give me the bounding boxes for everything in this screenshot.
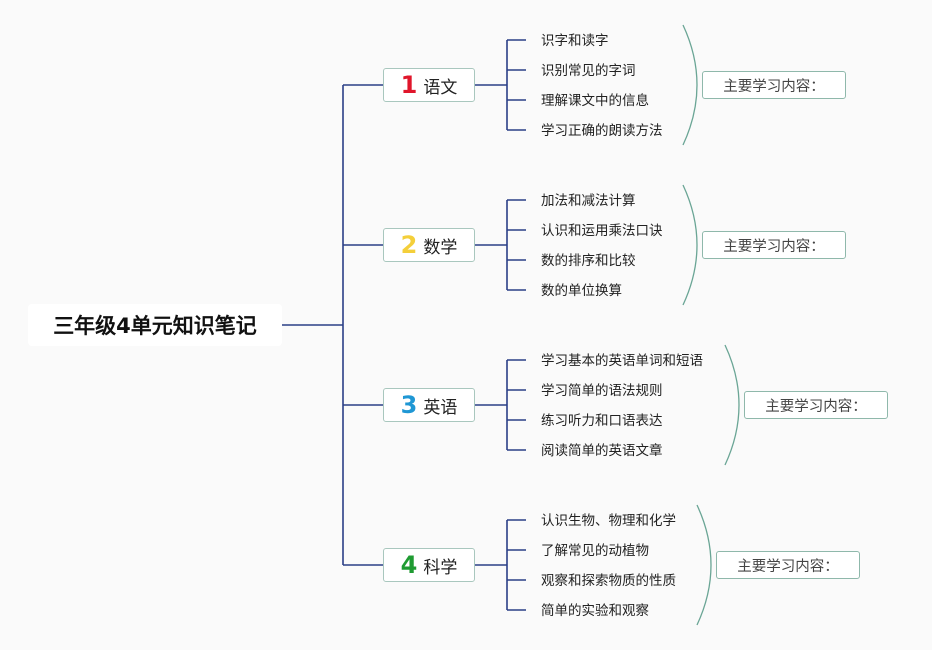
summary-bracket [682,24,698,146]
leaf-item[interactable]: 学习简单的语法规则 [541,383,663,399]
leaf-item[interactable]: 简单的实验和观察 [541,603,649,619]
leaf-item[interactable]: 学习正确的朗读方法 [541,123,663,139]
leaf-item[interactable]: 识别常见的字词 [541,63,636,79]
summary-label: 主要学习内容： [737,558,839,575]
branch-label: 科学 [423,557,458,578]
branch-science[interactable]: 4 科学 [383,548,475,582]
summary-box[interactable]: 主要学习内容： [716,551,860,579]
summary-bracket [696,504,712,626]
leaf-item[interactable]: 练习听力和口语表达 [541,413,663,429]
leaf-item[interactable]: 观察和探索物质的性质 [541,573,676,589]
root-topic[interactable]: 三年级4单元知识笔记 [28,304,282,346]
branch-number: 2 [400,231,418,259]
branch-label: 英语 [423,397,458,418]
leaf-item[interactable]: 了解常见的动植物 [541,543,649,559]
summary-box[interactable]: 主要学习内容： [744,391,888,419]
leaf-item[interactable]: 数的排序和比较 [541,253,636,269]
summary-label: 主要学习内容： [723,78,825,95]
root-title: 三年级4单元知识笔记 [53,314,257,338]
leaf-item[interactable]: 认识生物、物理和化学 [541,513,676,529]
summary-label: 主要学习内容： [723,238,825,255]
leaf-item[interactable]: 理解课文中的信息 [541,93,649,109]
leaf-item[interactable]: 数的单位换算 [541,283,622,299]
leaf-item[interactable]: 学习基本的英语单词和短语 [541,353,703,369]
branch-english[interactable]: 3 英语 [383,388,475,422]
branch-number: 1 [400,71,418,99]
leaf-item[interactable]: 识字和读字 [541,33,609,49]
summary-box[interactable]: 主要学习内容： [702,71,846,99]
branch-label: 数学 [423,237,458,258]
summary-label: 主要学习内容： [765,398,867,415]
branch-number: 4 [400,551,418,579]
branch-math[interactable]: 2 数学 [383,228,475,262]
branch-number: 3 [400,391,418,419]
summary-box[interactable]: 主要学习内容： [702,231,846,259]
branch-label: 语文 [423,77,458,98]
branch-chinese[interactable]: 1 语文 [383,68,475,102]
leaf-item[interactable]: 认识和运用乘法口诀 [541,223,663,239]
leaf-item[interactable]: 加法和减法计算 [541,193,636,209]
summary-bracket [682,184,698,306]
leaf-item[interactable]: 阅读简单的英语文章 [541,443,663,459]
summary-bracket [724,344,740,466]
